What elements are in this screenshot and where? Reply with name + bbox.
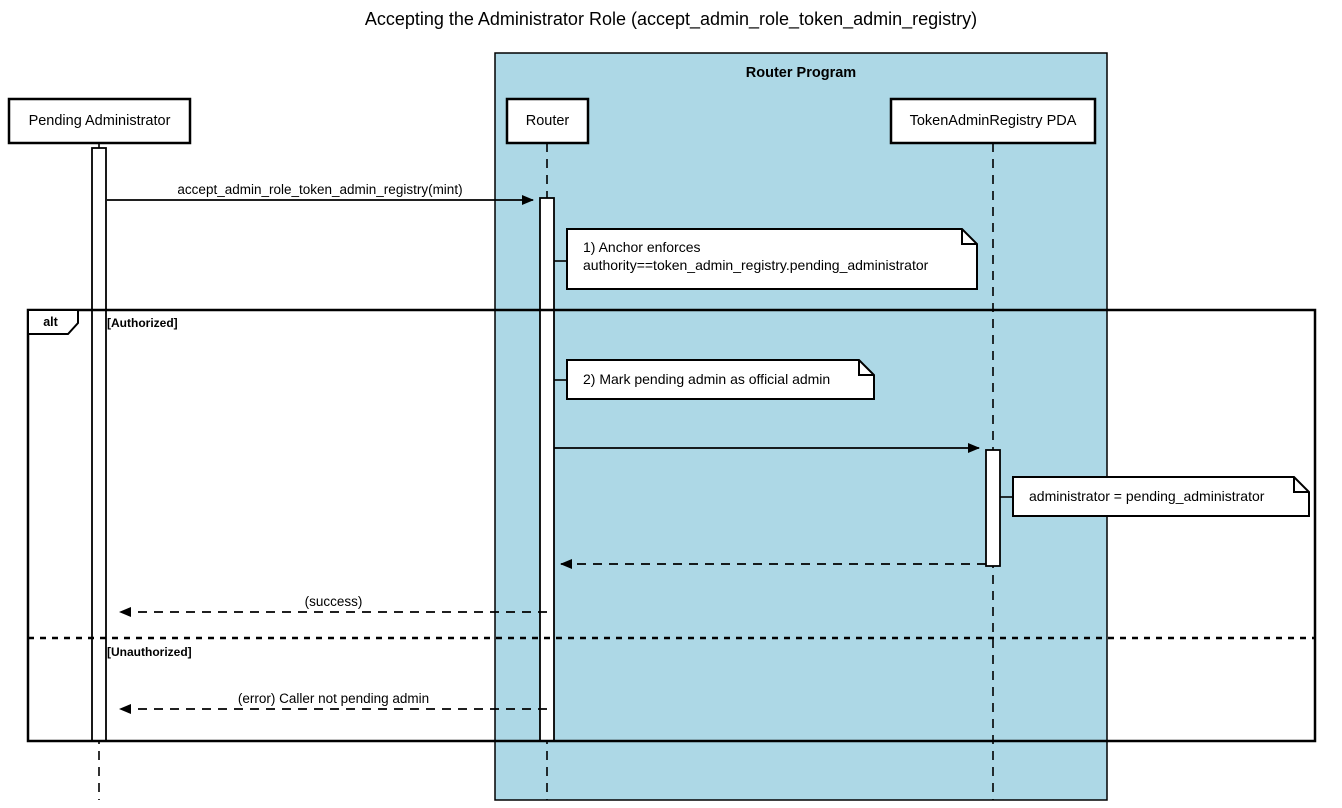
message-label-success: (success) [304,594,363,609]
fragment-guard-authorized: [Authorized] [107,316,178,330]
participant-label-pending-administrator: Pending Administrator [28,113,171,129]
fragment-alt-frame [26,308,1317,743]
activation-bar-pending-administrator [91,147,107,742]
activation-bar-router [539,197,555,742]
participant-box-token-admin-registry-pda[interactable] [889,97,1097,145]
message-label-accept-admin-role: accept_admin_role_token_admin_registry(m… [177,182,463,197]
note-text-anchor-enforces-line-1: 1) Anchor enforces [583,239,701,255]
participant-label-token-admin-registry-pda: TokenAdminRegistry PDA [909,113,1077,129]
page-title: Accepting the Administrator Role (accept… [364,9,978,29]
participant-box-router[interactable] [505,97,590,145]
message-label-error: (error) Caller not pending admin [237,691,430,706]
participant-label-router: Router [525,113,570,129]
activation-bar-token-admin-registry-pda [985,449,1001,567]
note-shape-mark-pending-admin [566,359,875,400]
group-title-router-program: Router Program [745,65,857,81]
fragment-guard-unauthorized: [Unauthorized] [107,645,192,659]
group-router-program [494,52,1108,801]
participant-box-pending-administrator[interactable] [7,97,192,145]
fragment-operator-alt: alt [43,315,58,329]
note-shape-anchor-enforces [566,228,978,290]
note-text-mark-pending-admin: 2) Mark pending admin as official admin [583,371,831,387]
note-shape-administrator-assignment [1012,476,1310,517]
note-text-administrator-assignment: administrator = pending_administrator [1029,488,1265,504]
note-text-anchor-enforces-line-2: authority==token_admin_registry.pending_… [583,257,929,273]
